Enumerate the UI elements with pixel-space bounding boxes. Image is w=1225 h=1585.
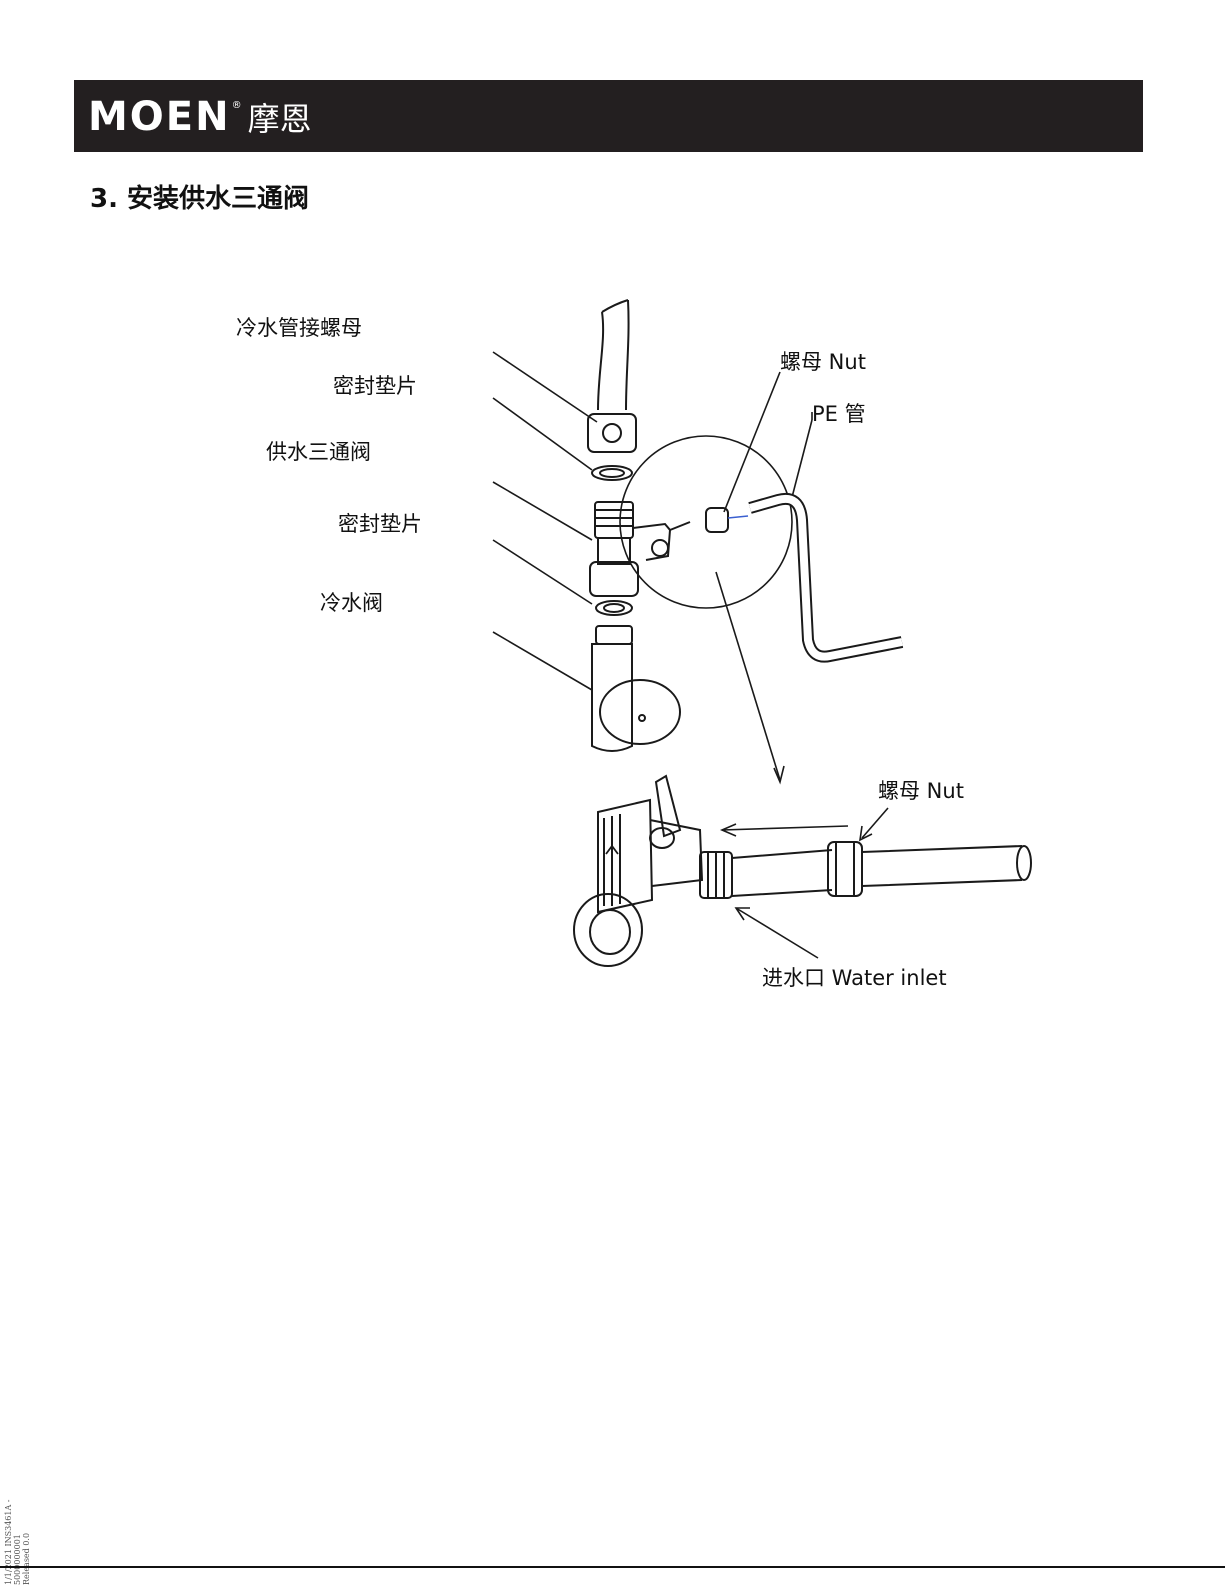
label-cold-valve: 冷水阀	[320, 587, 383, 617]
cold-pipe-nut-shape	[588, 414, 636, 452]
bottom-rule	[0, 1566, 1225, 1568]
tee-valve-shape	[590, 502, 690, 596]
tee-enlarged-shape	[574, 776, 732, 966]
inlet-pipe-shape	[732, 842, 1031, 896]
label-nut-top: 螺母 Nut	[780, 346, 866, 376]
label-nut-bottom: 螺母 Nut	[878, 775, 964, 805]
label-gasket-bottom: 密封垫片	[338, 508, 422, 538]
nut-shape-top	[706, 508, 748, 532]
pe-tube-shape	[750, 499, 902, 657]
label-tee-valve: 供水三通阀	[266, 436, 371, 466]
cold-water-hose	[598, 300, 629, 410]
label-water-inlet: 进水口 Water inlet	[762, 962, 947, 992]
label-pe-tube: PE 管	[812, 398, 866, 428]
label-cold-pipe-nut: 冷水管接螺母	[236, 312, 362, 342]
cold-valve-shape	[592, 626, 680, 751]
label-gasket-top: 密封垫片	[333, 370, 417, 400]
